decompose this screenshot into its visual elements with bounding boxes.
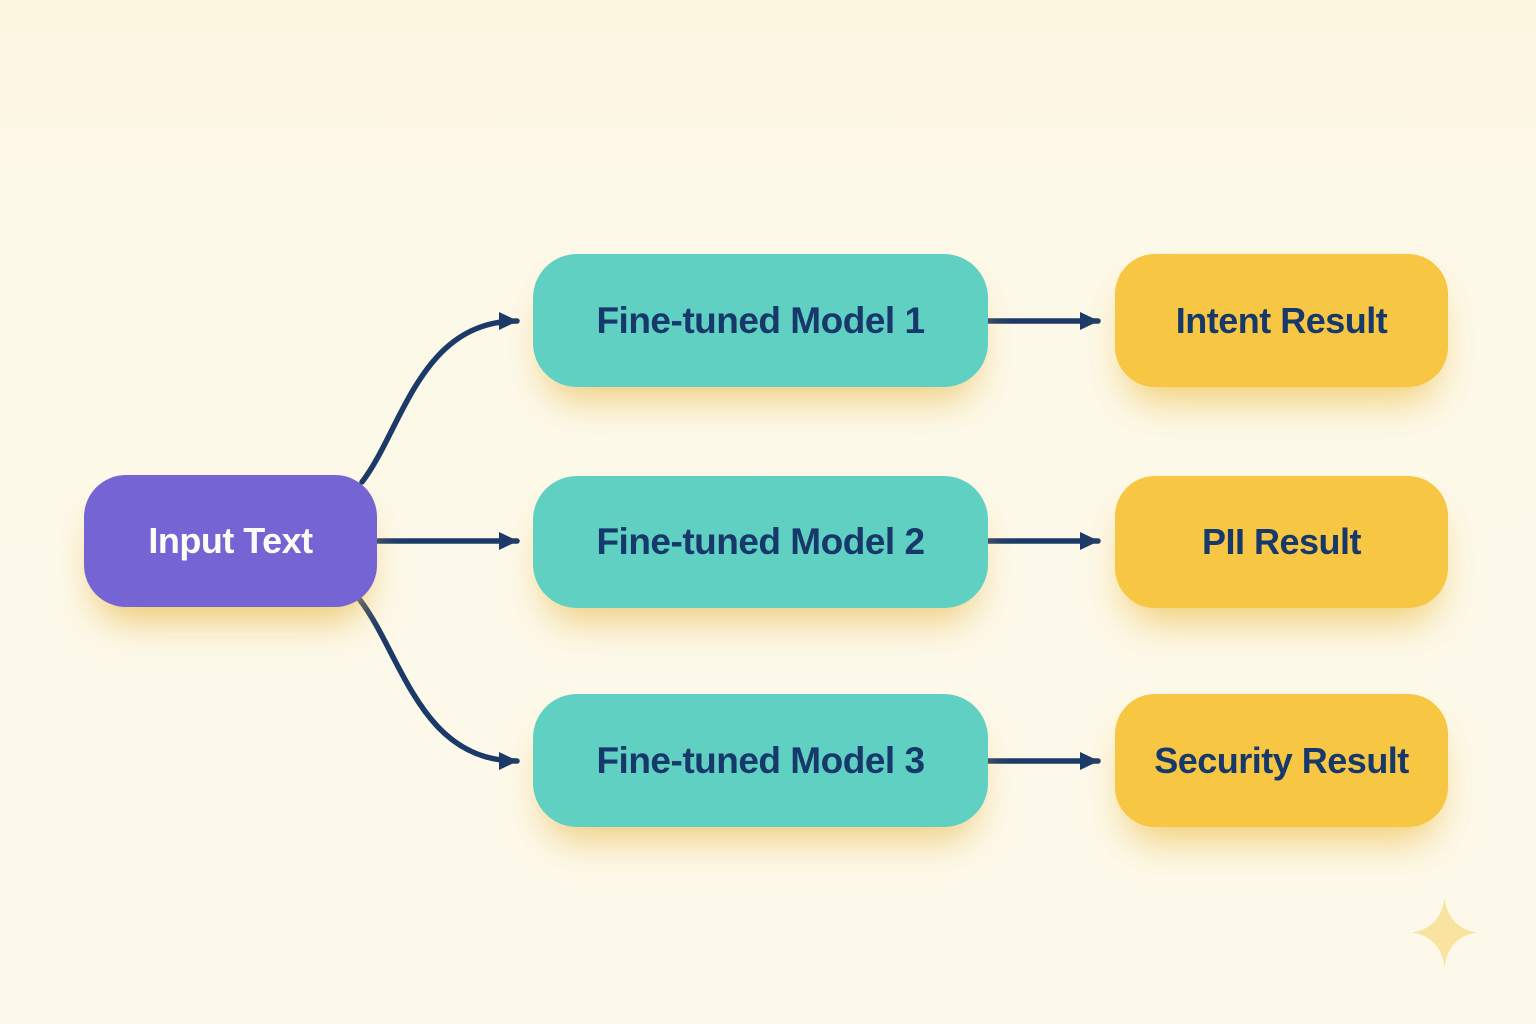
edge-input-to-model1 bbox=[359, 312, 520, 485]
node-model-3-label: Fine-tuned Model 3 bbox=[596, 739, 925, 781]
node-input-label: Input Text bbox=[148, 520, 313, 561]
node-result-3-label: Security Result bbox=[1154, 739, 1409, 781]
node-result-2-label: PII Result bbox=[1201, 521, 1362, 562]
node-fine-tuned-model-1: Fine-tuned Model 1 bbox=[533, 254, 988, 387]
sparkle-icon bbox=[1412, 898, 1477, 967]
node-pii-result: PII Result bbox=[1115, 476, 1448, 608]
node-fine-tuned-model-3: Fine-tuned Model 3 bbox=[533, 694, 988, 827]
node-intent-result: Intent Result bbox=[1115, 254, 1448, 387]
node-input-text: Input Text bbox=[84, 475, 377, 607]
edge-input-to-model3 bbox=[357, 597, 520, 770]
node-model-1-label: Fine-tuned Model 1 bbox=[596, 299, 925, 341]
node-fine-tuned-model-2: Fine-tuned Model 2 bbox=[533, 476, 988, 608]
node-security-result: Security Result bbox=[1115, 694, 1448, 827]
node-model-2-label: Fine-tuned Model 2 bbox=[596, 521, 925, 562]
node-result-1-label: Intent Result bbox=[1175, 299, 1388, 341]
